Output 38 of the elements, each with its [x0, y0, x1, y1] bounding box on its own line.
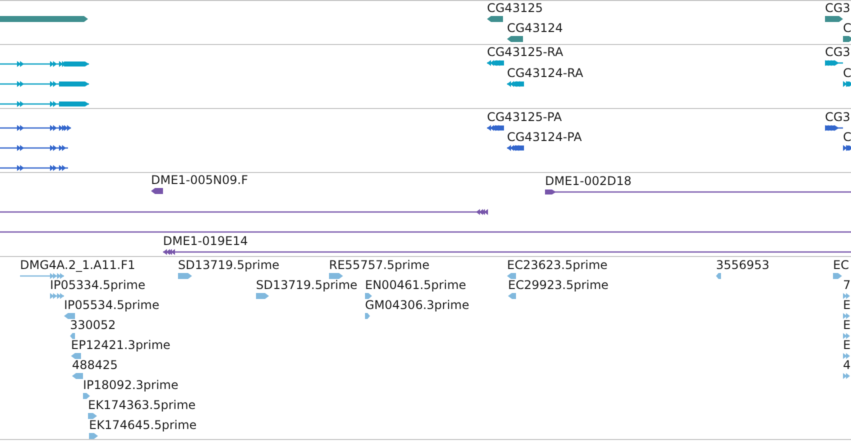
feature-label: CG43124-PA — [507, 131, 582, 144]
feature-label: 7 — [843, 279, 851, 292]
feature-label: RE55757.5prime — [329, 259, 430, 272]
feature-label: IP18092.3prime — [83, 379, 178, 392]
feature-label: DME1-005N09.F — [151, 174, 248, 187]
feature-label: 4 — [843, 359, 851, 372]
feature-label: CG43125-RA — [487, 46, 564, 59]
feature-label: CG3 — [825, 46, 850, 59]
feature-label: EK174645.5prime — [89, 419, 197, 432]
feature-label: IP05534.5prime — [64, 299, 160, 312]
feature-label: CG43124-RA — [507, 67, 584, 80]
feature-label: CG43125 — [487, 2, 543, 15]
feature-label: CG3 — [825, 2, 850, 15]
feature-label: 330052 — [70, 319, 116, 332]
feature-label: EK174363.5prime — [88, 399, 196, 412]
feature-label: C — [843, 131, 851, 144]
feature-label: IP05334.5prime — [50, 279, 146, 292]
feature-label: EC29923.5prime — [508, 279, 609, 292]
feature-label: GM04306.3prime — [365, 299, 470, 312]
feature-label: 3556953 — [716, 259, 770, 272]
feature-label: EP12421.3prime — [71, 339, 170, 352]
feature-label: EC23623.5prime — [507, 259, 608, 272]
feature-label: C — [843, 67, 851, 80]
feature-label: DMG4A.2_1.A11.F1 — [20, 259, 136, 272]
feature-label: EN00461.5prime — [365, 279, 466, 292]
feature-label: CG3 — [825, 111, 850, 124]
feature-label: CG43125-PA — [487, 111, 562, 124]
feature-label: DME1-002D18 — [545, 175, 632, 188]
feature-label: E — [843, 339, 851, 352]
feature-label: SD13719.5prime — [256, 279, 358, 292]
feature-label: SD13719.5prime — [178, 259, 280, 272]
feature-label: E — [843, 319, 851, 332]
feature-label: E — [843, 299, 851, 312]
feature-label: 488425 — [72, 359, 118, 372]
feature-label: C — [843, 22, 851, 35]
feature-label: EC — [833, 259, 849, 272]
feature-label: DME1-019E14 — [163, 235, 248, 248]
feature-label: CG43124 — [507, 22, 563, 35]
